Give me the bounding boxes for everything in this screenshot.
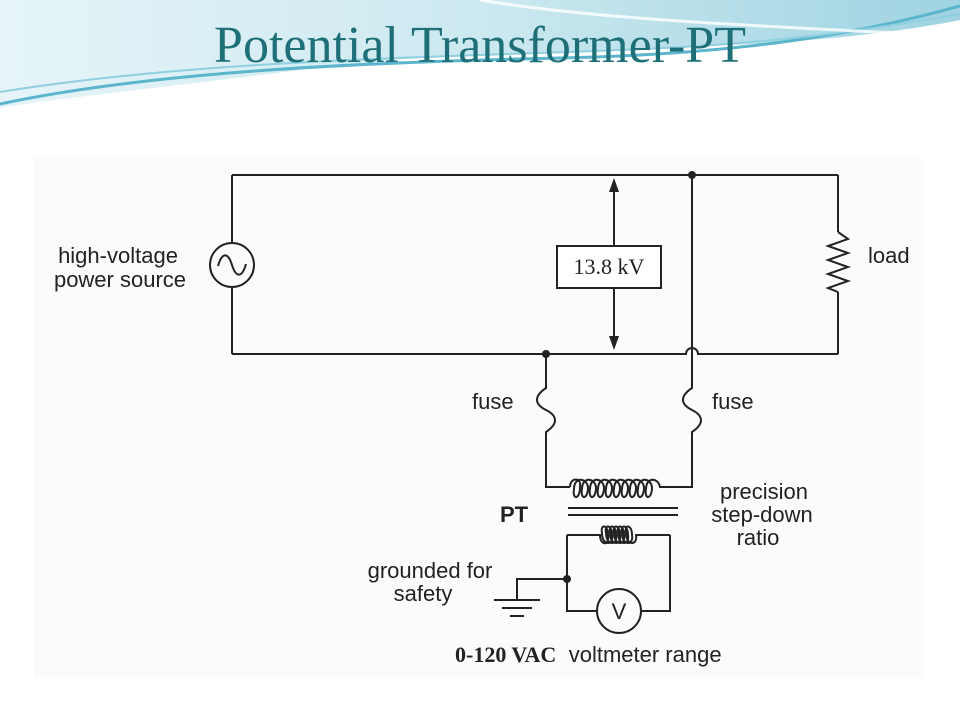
pt-primary-coil-icon: [569, 478, 668, 498]
range-label: 0-120 VAC voltmeter range: [455, 642, 722, 667]
ground-label-line2: safety: [394, 581, 453, 606]
ground-wire: [516, 578, 567, 600]
load-resistor-icon: [824, 231, 852, 293]
ratio-label-line3: ratio: [737, 525, 780, 550]
ratio-label-line2: step-down: [711, 502, 813, 527]
ratio-label-line1: precision: [720, 479, 808, 504]
pt-secondary-coil-icon: [567, 525, 670, 545]
ground-label-line1: grounded for: [368, 558, 493, 583]
ground-icon: [494, 599, 540, 617]
pt-label: PT: [500, 502, 529, 527]
voltage-label: 13.8 kV: [574, 254, 645, 279]
ac-source-icon: [209, 242, 255, 288]
secondary-loop-wire: [566, 535, 671, 612]
fuse-right-icon: [668, 175, 702, 488]
source-label-line1: high-voltage: [58, 243, 178, 268]
fuse-left-label: fuse: [472, 389, 514, 414]
voltmeter-icon: V: [596, 588, 642, 634]
slide-title: Potential Transformer-PT: [214, 17, 746, 74]
voltage-arrows: [609, 178, 619, 350]
diagram-panel: [34, 158, 924, 678]
range-label-bold: 0-120 VAC: [455, 642, 556, 667]
fuse-left-icon: [536, 354, 570, 488]
fuse-right-label: fuse: [712, 389, 754, 414]
source-label-line2: power source: [54, 267, 186, 292]
range-label-text: voltmeter range: [569, 642, 722, 667]
pt-core-icon: [568, 507, 678, 516]
voltmeter-symbol: V: [612, 599, 627, 624]
load-label: load: [868, 243, 910, 268]
voltage-box: [556, 245, 662, 289]
header-wave-decoration: [0, 0, 960, 108]
